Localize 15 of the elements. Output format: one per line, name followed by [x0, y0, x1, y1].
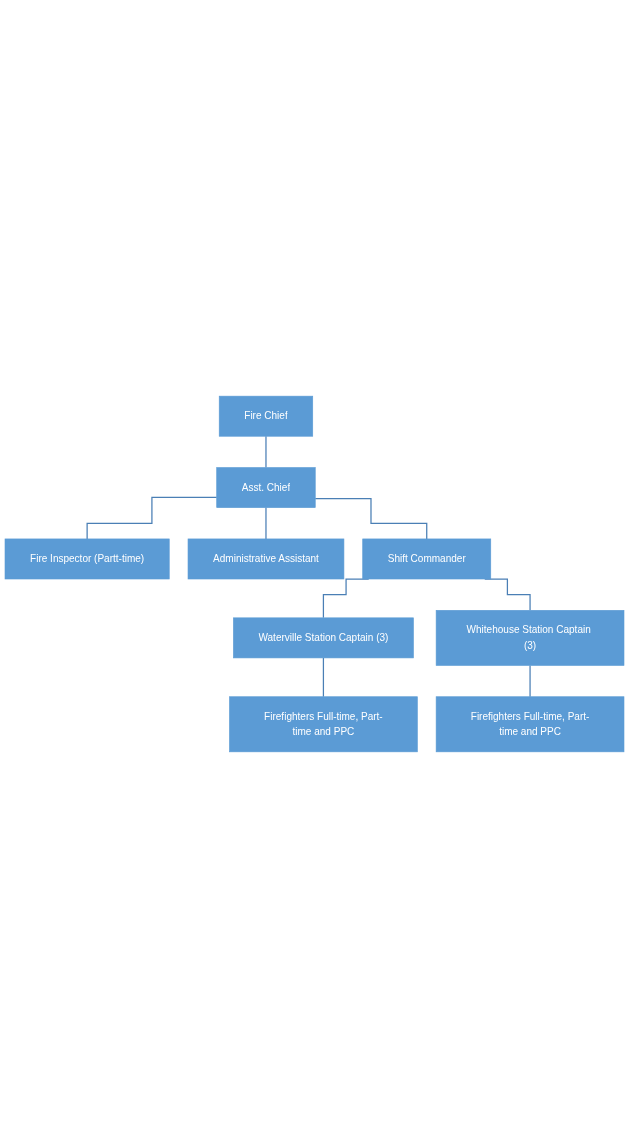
node-box: Firefighters Full-time, Part-time and PPC [229, 696, 418, 753]
node-box: Administrative Assistant [187, 538, 345, 580]
node-box: Whitehouse Station Captain (3) [435, 610, 625, 666]
node-box: Waterville Station Captain (3) [233, 617, 414, 659]
node-box: Fire Inspector (Partt-time) [4, 538, 170, 580]
connector [529, 664, 531, 698]
node-box: Fire Chief [218, 395, 314, 437]
node-box: Shift Commander [362, 538, 492, 580]
node-box: Firefighters Full-time, Part-time and PPC [435, 696, 625, 753]
connector [322, 657, 325, 698]
connector [314, 497, 428, 540]
connector [86, 496, 218, 540]
node-box: Asst. Chief [216, 467, 316, 508]
connector [265, 435, 267, 469]
connector [265, 507, 267, 540]
